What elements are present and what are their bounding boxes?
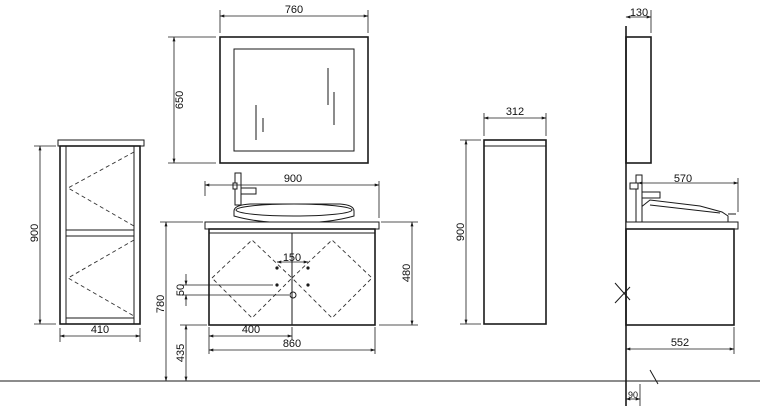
shelf-height-dimension: 900 <box>29 145 56 325</box>
basin-width-label: 900 <box>284 173 302 185</box>
floor-clearance-dimension: 435 <box>175 324 207 382</box>
mount-height-label: 780 <box>155 295 167 313</box>
door-width-dimension: 400 <box>208 324 293 354</box>
side-cabinet-width-dimension: 312 <box>483 106 547 136</box>
basin <box>233 203 355 224</box>
side-cabinet-height-label: 900 <box>455 223 467 241</box>
wall-gap-label: 90 <box>628 390 638 400</box>
floor-clearance-label: 435 <box>175 344 187 362</box>
cabinet-height-dimension: 480 <box>379 221 418 326</box>
cabinet-width-label: 860 <box>283 338 301 350</box>
inner-spacing-label: 150 <box>283 252 301 264</box>
shelf-width-label: 410 <box>91 324 109 336</box>
cabinet-width-dimension: 860 <box>208 327 376 354</box>
side-view-mirror <box>625 36 652 164</box>
side-basin-depth-label: 570 <box>674 173 692 185</box>
side-mirror-depth-label: 130 <box>630 7 648 19</box>
side-cabinet-width-label: 312 <box>506 106 524 118</box>
drain-offset-dimension: 50 <box>175 274 289 306</box>
side-cabinet-depth-dimension: 552 <box>625 327 735 354</box>
shelf-unit <box>57 139 145 325</box>
wall-gap-dimension: 90 <box>625 369 659 406</box>
mirror <box>219 36 369 164</box>
drain-offset-label: 50 <box>175 284 187 296</box>
side-mirror-depth-dimension: 130 <box>625 7 652 33</box>
vanity-cabinet <box>204 221 380 326</box>
cabinet-height-label: 480 <box>401 264 413 282</box>
shelf-height-label: 900 <box>29 224 41 242</box>
side-view-vanity <box>625 174 739 326</box>
side-cabinet-height-dimension: 900 <box>455 139 481 325</box>
mirror-height-dimension: 650 <box>168 36 216 164</box>
side-basin-depth-dimension: 570 <box>637 173 739 212</box>
door-width-label: 400 <box>242 324 260 336</box>
mirror-width-label: 760 <box>285 4 303 16</box>
mount-height-dimension: 780 <box>155 221 203 382</box>
shelf-width-dimension: 410 <box>59 324 141 342</box>
side-bracket <box>614 282 631 304</box>
basin-width-dimension: 900 <box>204 173 380 218</box>
mirror-height-label: 650 <box>174 91 186 109</box>
side-cabinet <box>483 139 547 325</box>
side-cabinet-depth-label: 552 <box>671 337 689 349</box>
mirror-width-dimension: 760 <box>219 4 369 33</box>
inner-spacing-dimension: 150 <box>276 252 309 264</box>
faucet <box>232 172 257 206</box>
